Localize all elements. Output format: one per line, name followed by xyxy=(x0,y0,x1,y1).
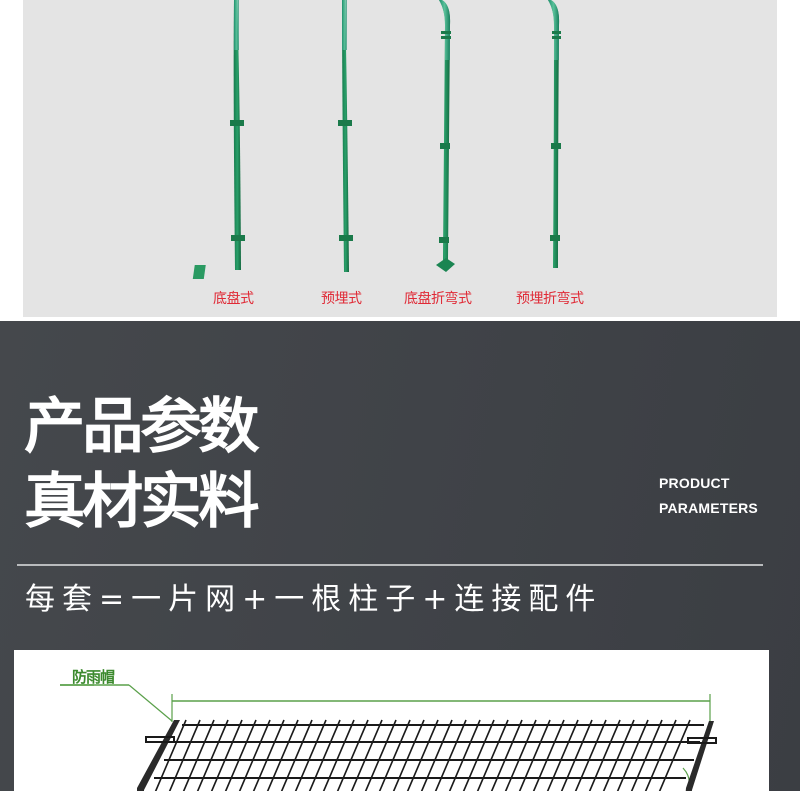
section-title-line2: 真材实料 xyxy=(24,467,260,537)
section-divider xyxy=(17,564,763,566)
post-label-base-plate-bent: 底盘折弯式 xyxy=(404,291,472,307)
post-label-embedded: 预埋式 xyxy=(321,291,362,307)
post-embedded-bent-icon xyxy=(548,0,561,268)
product-parameters-section: 产品参数 真材实料 PRODUCT PARAMETERS 每套=一片网+一根柱子… xyxy=(0,321,800,791)
post-label-embedded-bent: 预埋折弯式 xyxy=(516,291,584,307)
fence-diagram-panel: 防雨帽 xyxy=(14,650,769,791)
post-embedded-icon xyxy=(338,0,353,272)
product-photo-section: 底盘式 预埋式 底盘折弯式 预埋折弯式 xyxy=(0,0,800,321)
post-base-plate-icon xyxy=(192,0,245,279)
fence-posts-illustration xyxy=(192,0,561,279)
rain-cap-callout-label: 防雨帽 xyxy=(72,668,115,686)
section-title-line1: 产品参数 xyxy=(24,392,260,462)
package-formula: 每套=一片网+一根柱子+连接配件 xyxy=(25,582,603,617)
fence-panel-diagram xyxy=(60,684,717,791)
english-subtitle-line2: PARAMETERS xyxy=(659,500,758,516)
post-label-base-plate: 底盘式 xyxy=(213,291,254,307)
english-subtitle-line1: PRODUCT xyxy=(659,475,730,491)
post-types-photo: 底盘式 预埋式 底盘折弯式 预埋折弯式 xyxy=(23,0,777,317)
post-base-plate-bent-icon xyxy=(436,0,455,272)
mesh-wires-slanted xyxy=(154,719,691,791)
